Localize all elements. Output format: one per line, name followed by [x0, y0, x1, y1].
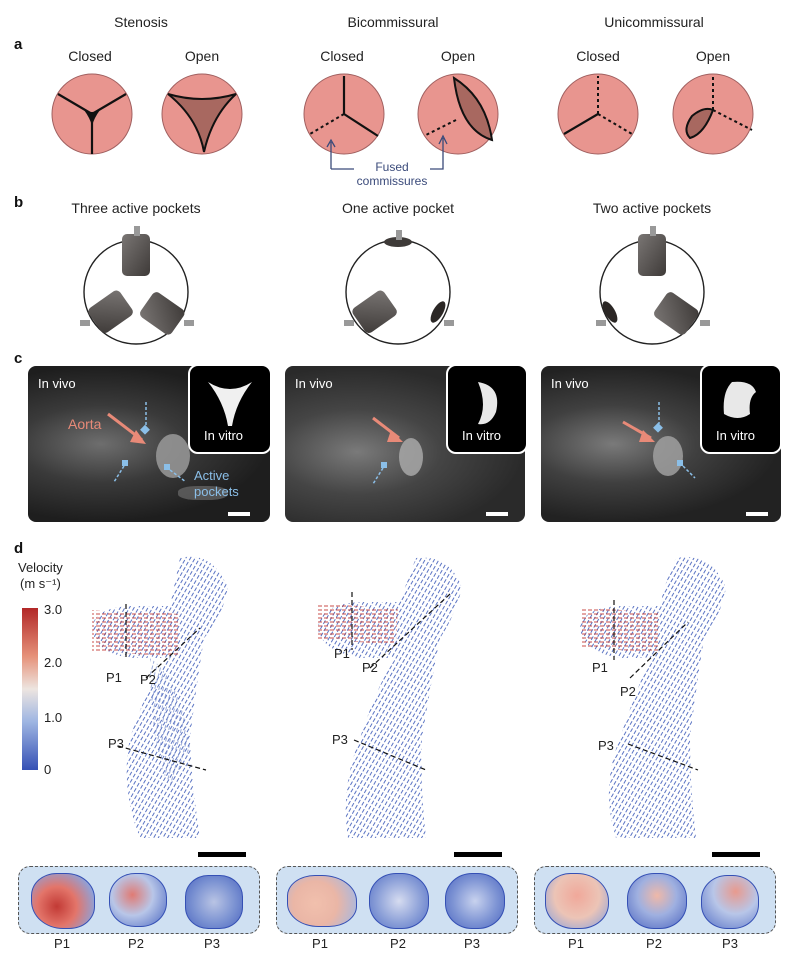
- pocket-diagrams: [0, 220, 796, 350]
- stenosis-open-label: Open: [185, 48, 219, 64]
- cs1-p1: [31, 873, 95, 929]
- flow-fields: [0, 548, 796, 848]
- cs1-label-p3: P3: [204, 936, 220, 951]
- field-3-p3: P3: [598, 738, 614, 753]
- mri-3-scalebar: [746, 512, 768, 516]
- cross-sections-1: [18, 866, 260, 934]
- mri-1-scalebar: [228, 512, 250, 516]
- cs2-p2: [369, 873, 429, 929]
- bicommissural-open-label: Open: [441, 48, 475, 64]
- cs1-label-p2: P2: [128, 936, 144, 951]
- cs3-p1: [545, 873, 609, 929]
- mri-3-annotations: [541, 366, 781, 522]
- field-3-p1: P1: [592, 660, 608, 675]
- mri-2-annotations: [285, 366, 525, 522]
- field-1-scalebar: [198, 852, 246, 857]
- cs2-label-p1: P1: [312, 936, 328, 951]
- field-1-p3: P3: [108, 736, 124, 751]
- cs3-p3: [701, 875, 759, 929]
- mri-1-annotations: [28, 366, 270, 522]
- field-2-scalebar: [454, 852, 502, 857]
- cs2-p3: [445, 873, 505, 929]
- cs3-label-p3: P3: [722, 936, 738, 951]
- cross-sections-2: [276, 866, 518, 934]
- cs2-label-p3: P3: [464, 936, 480, 951]
- cs2-label-p2: P2: [390, 936, 406, 951]
- stenosis-open-valve: [162, 74, 242, 154]
- cs1-p2: [109, 873, 167, 927]
- cross-sections-3: [534, 866, 776, 934]
- flow-field-2: [318, 558, 462, 838]
- one-active-pocket-title: One active pocket: [342, 200, 454, 216]
- field-3-scalebar: [712, 852, 760, 857]
- field-2-p2: P2: [362, 660, 378, 675]
- two-pockets-diagram: [596, 226, 710, 344]
- cs1-label-p1: P1: [54, 936, 70, 951]
- field-2-p3: P3: [332, 732, 348, 747]
- unicommissural-closed-valve: [558, 74, 638, 154]
- commissures-label: commissures: [357, 174, 428, 188]
- bicommissural-open-valve: [418, 74, 498, 154]
- unicommissural-open-valve: [673, 74, 753, 154]
- two-active-pockets-title: Two active pockets: [593, 200, 711, 216]
- field-2-p1: P1: [334, 646, 350, 661]
- panel-c-letter: c: [14, 350, 22, 367]
- cs2-p1: [287, 875, 357, 927]
- one-pocket-diagram: [344, 230, 454, 344]
- bicommissural-closed-label: Closed: [320, 48, 364, 64]
- panel-b-letter: b: [14, 194, 23, 211]
- mri-2-scalebar: [486, 512, 508, 516]
- bicommissural-closed-valve: [304, 74, 384, 154]
- three-pockets-diagram: [80, 226, 194, 344]
- bicommissural-title: Bicommissural: [347, 14, 438, 30]
- unicommissural-open-label: Open: [696, 48, 730, 64]
- cs3-p2: [627, 873, 687, 929]
- panel-a-letter: a: [14, 36, 22, 53]
- stenosis-closed-label: Closed: [68, 48, 112, 64]
- cs1-p3: [185, 875, 243, 929]
- three-active-pockets-title: Three active pockets: [71, 200, 200, 216]
- unicommissural-title: Unicommissural: [604, 14, 704, 30]
- stenosis-title: Stenosis: [114, 14, 168, 30]
- fused-label: Fused: [375, 160, 408, 174]
- field-1-p1: P1: [106, 670, 122, 685]
- cs3-label-p1: P1: [568, 936, 584, 951]
- flow-field-3: [580, 557, 726, 838]
- cs3-label-p2: P2: [646, 936, 662, 951]
- field-3-p2: P2: [620, 684, 636, 699]
- stenosis-closed-valve: [52, 74, 132, 154]
- unicommissural-closed-label: Closed: [576, 48, 620, 64]
- flow-field-1: [92, 557, 228, 838]
- field-1-p2: P2: [140, 672, 156, 687]
